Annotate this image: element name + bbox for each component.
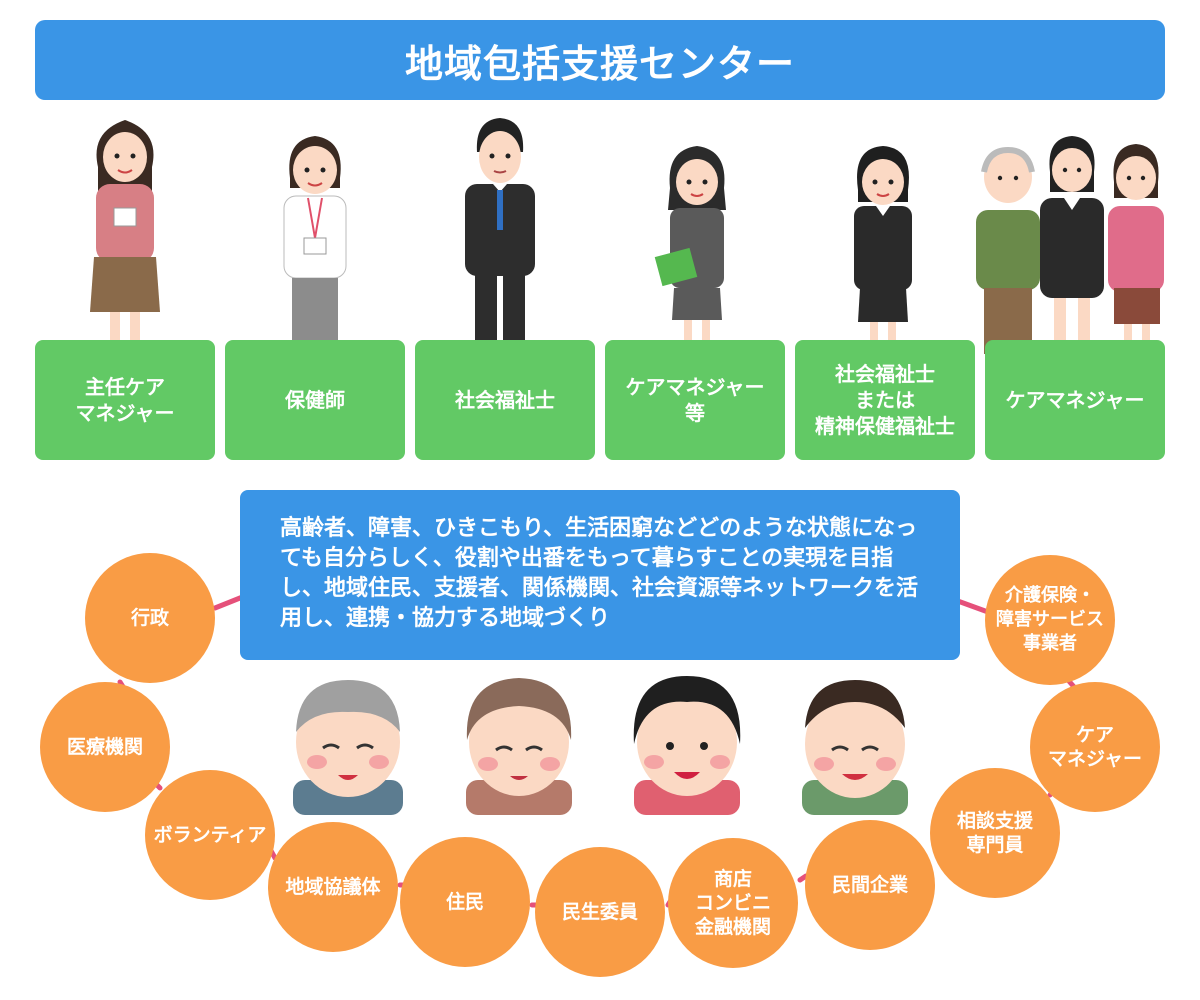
mission-statement: 高齢者、障害、ひきこもり、生活困窮などどのような状態になっても自分らしく、役割や… — [240, 490, 960, 660]
man-face-illustration — [790, 672, 920, 819]
role-care-manager: ケアマネジャー — [985, 340, 1165, 460]
role-chief-care-manager: 主任ケア マネジャー — [35, 340, 215, 460]
node-minsei-iin: 民生委員 — [535, 847, 665, 977]
care-manager-clipboard-illustration — [652, 140, 742, 365]
node-chiiki-kyogikai: 地域協議体 — [268, 822, 398, 952]
node-kaigo-hoken-jigyosha: 介護保険・ 障害サービス 事業者 — [985, 555, 1115, 685]
woman-face-illustration — [622, 668, 752, 819]
node-care-manager: ケア マネジャー — [1030, 682, 1160, 812]
role-social-or-psychiatric-worker: 社会福祉士 または 精神保健福祉士 — [795, 340, 975, 460]
center-title: 地域包括支援センター — [35, 20, 1165, 100]
node-volunteer: ボランティア — [145, 770, 275, 900]
role-public-health-nurse: 保健師 — [225, 340, 405, 460]
node-jumin: 住民 — [400, 837, 530, 967]
node-sodan-shien: 相談支援 専門員 — [930, 768, 1060, 898]
node-shoten-conveni-kinyu: 商店 コンビニ 金融機関 — [668, 838, 798, 968]
public-health-nurse-illustration — [270, 128, 360, 368]
elderly-man-face-illustration — [283, 670, 413, 819]
node-iryo-kikan: 医療機関 — [40, 682, 170, 812]
role-care-manager-etc: ケアマネジャー 等 — [605, 340, 785, 460]
node-minkan-kigyo: 民間企業 — [805, 820, 935, 950]
node-gyosei: 行政 — [85, 553, 215, 683]
elderly-woman-face-illustration — [454, 668, 584, 819]
role-social-worker: 社会福祉士 — [415, 340, 595, 460]
